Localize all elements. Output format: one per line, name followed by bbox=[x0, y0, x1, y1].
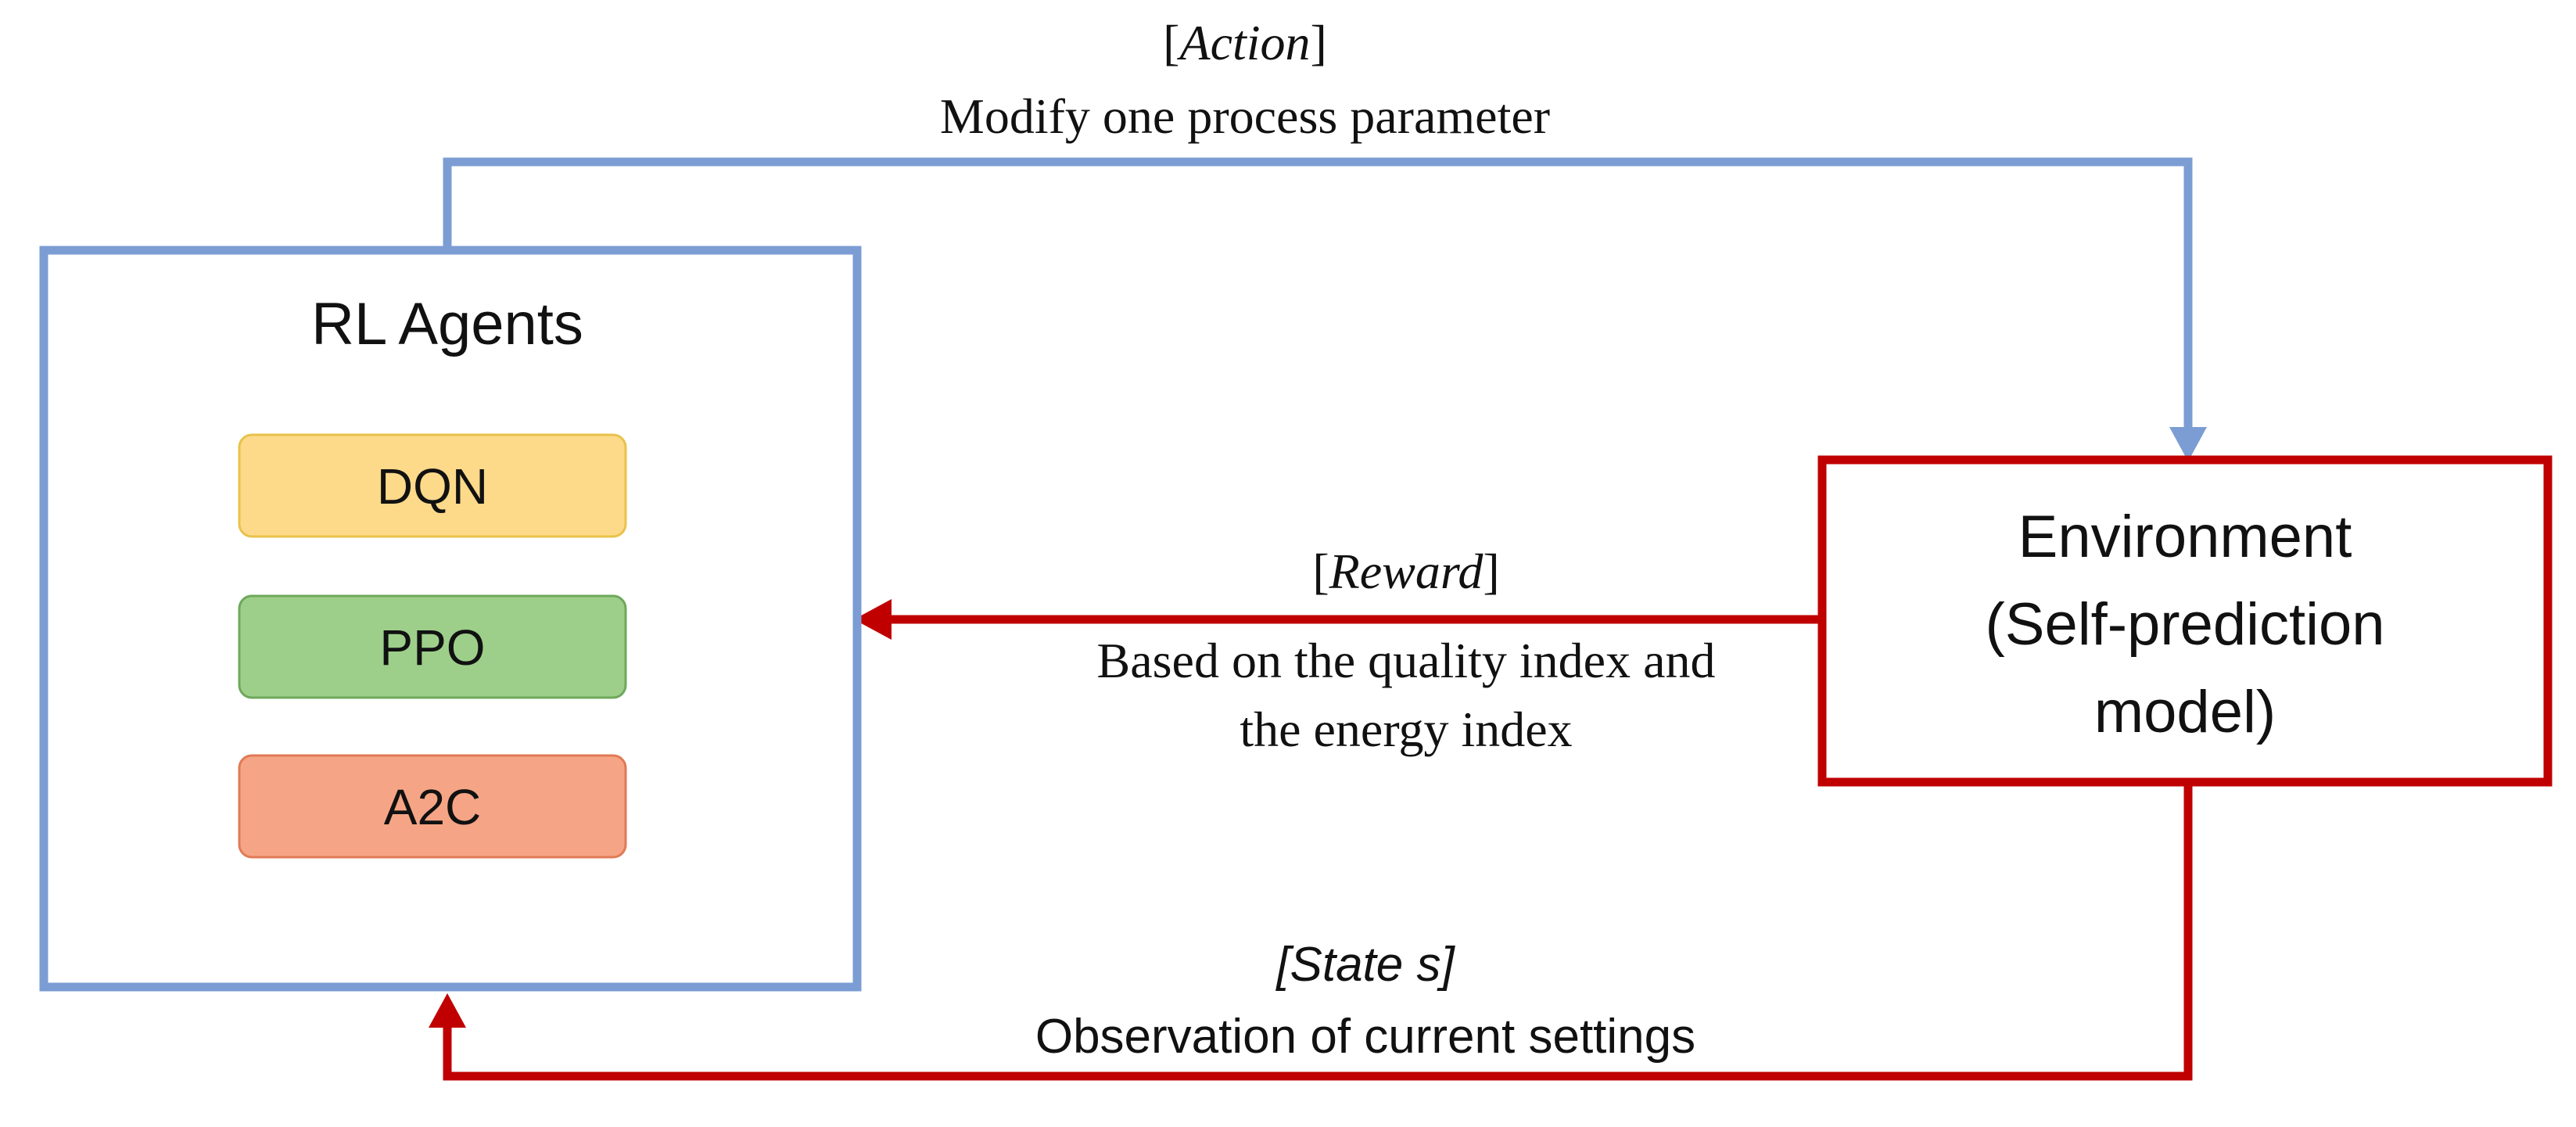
state-tag: [State s] bbox=[1275, 938, 1455, 992]
action-connector bbox=[443, 157, 2207, 461]
algo-ppo: PPO bbox=[238, 594, 627, 699]
action-arrow-line bbox=[443, 157, 2193, 429]
reward-connector bbox=[854, 599, 1818, 640]
reward-tag-open: [ bbox=[1312, 544, 1329, 599]
action-tag-word: Action bbox=[1176, 15, 1310, 70]
environment-line1: Environment bbox=[2018, 504, 2352, 570]
state-label: [State s] Observation of current setting… bbox=[1035, 938, 1695, 1064]
rl-agents-border bbox=[39, 246, 862, 992]
action-tag-close: ] bbox=[1311, 15, 1327, 70]
state-arrow-line bbox=[443, 782, 2193, 1081]
algo-a2c-label: A2C bbox=[384, 779, 482, 835]
algo-ppo-label: PPO bbox=[379, 619, 485, 676]
algo-ppo-box bbox=[238, 594, 627, 699]
action-tag-open: [ bbox=[1163, 15, 1179, 70]
reward-tag: [Reward] bbox=[1312, 544, 1499, 599]
reward-description-line1: Based on the quality index and bbox=[1097, 633, 1716, 688]
algo-dqn: DQN bbox=[238, 433, 627, 538]
reward-description-line2: the energy index bbox=[1240, 702, 1572, 757]
algo-a2c-box bbox=[238, 754, 627, 859]
state-arrowhead bbox=[429, 993, 466, 1028]
environment-line2: (Self-prediction bbox=[1985, 591, 2384, 658]
state-connector bbox=[429, 782, 2193, 1081]
reward-tag-word: Reward bbox=[1329, 544, 1484, 599]
environment-line3: model) bbox=[2094, 679, 2276, 745]
action-tag: [Action] bbox=[1163, 15, 1327, 70]
reward-label: [Reward] Based on the quality index and … bbox=[1097, 544, 1716, 757]
state-description: Observation of current settings bbox=[1035, 1010, 1695, 1064]
rl-agents-title: RL Agents bbox=[311, 291, 583, 357]
action-description: Modify one process parameter bbox=[940, 88, 1550, 144]
reward-tag-close: ] bbox=[1483, 544, 1499, 599]
algo-dqn-label: DQN bbox=[377, 458, 488, 515]
algo-a2c: A2C bbox=[238, 754, 627, 859]
environment-border bbox=[1817, 455, 2553, 787]
action-label: [Action] Modify one process parameter bbox=[940, 15, 1550, 144]
algo-dqn-box bbox=[238, 433, 627, 538]
environment-box: Environment (Self-prediction model) bbox=[1817, 455, 2553, 787]
action-arrowhead bbox=[2169, 427, 2207, 461]
rl-agents-box: RL Agents DQN PPO A2C bbox=[39, 246, 862, 992]
reward-arrowhead bbox=[854, 599, 892, 640]
